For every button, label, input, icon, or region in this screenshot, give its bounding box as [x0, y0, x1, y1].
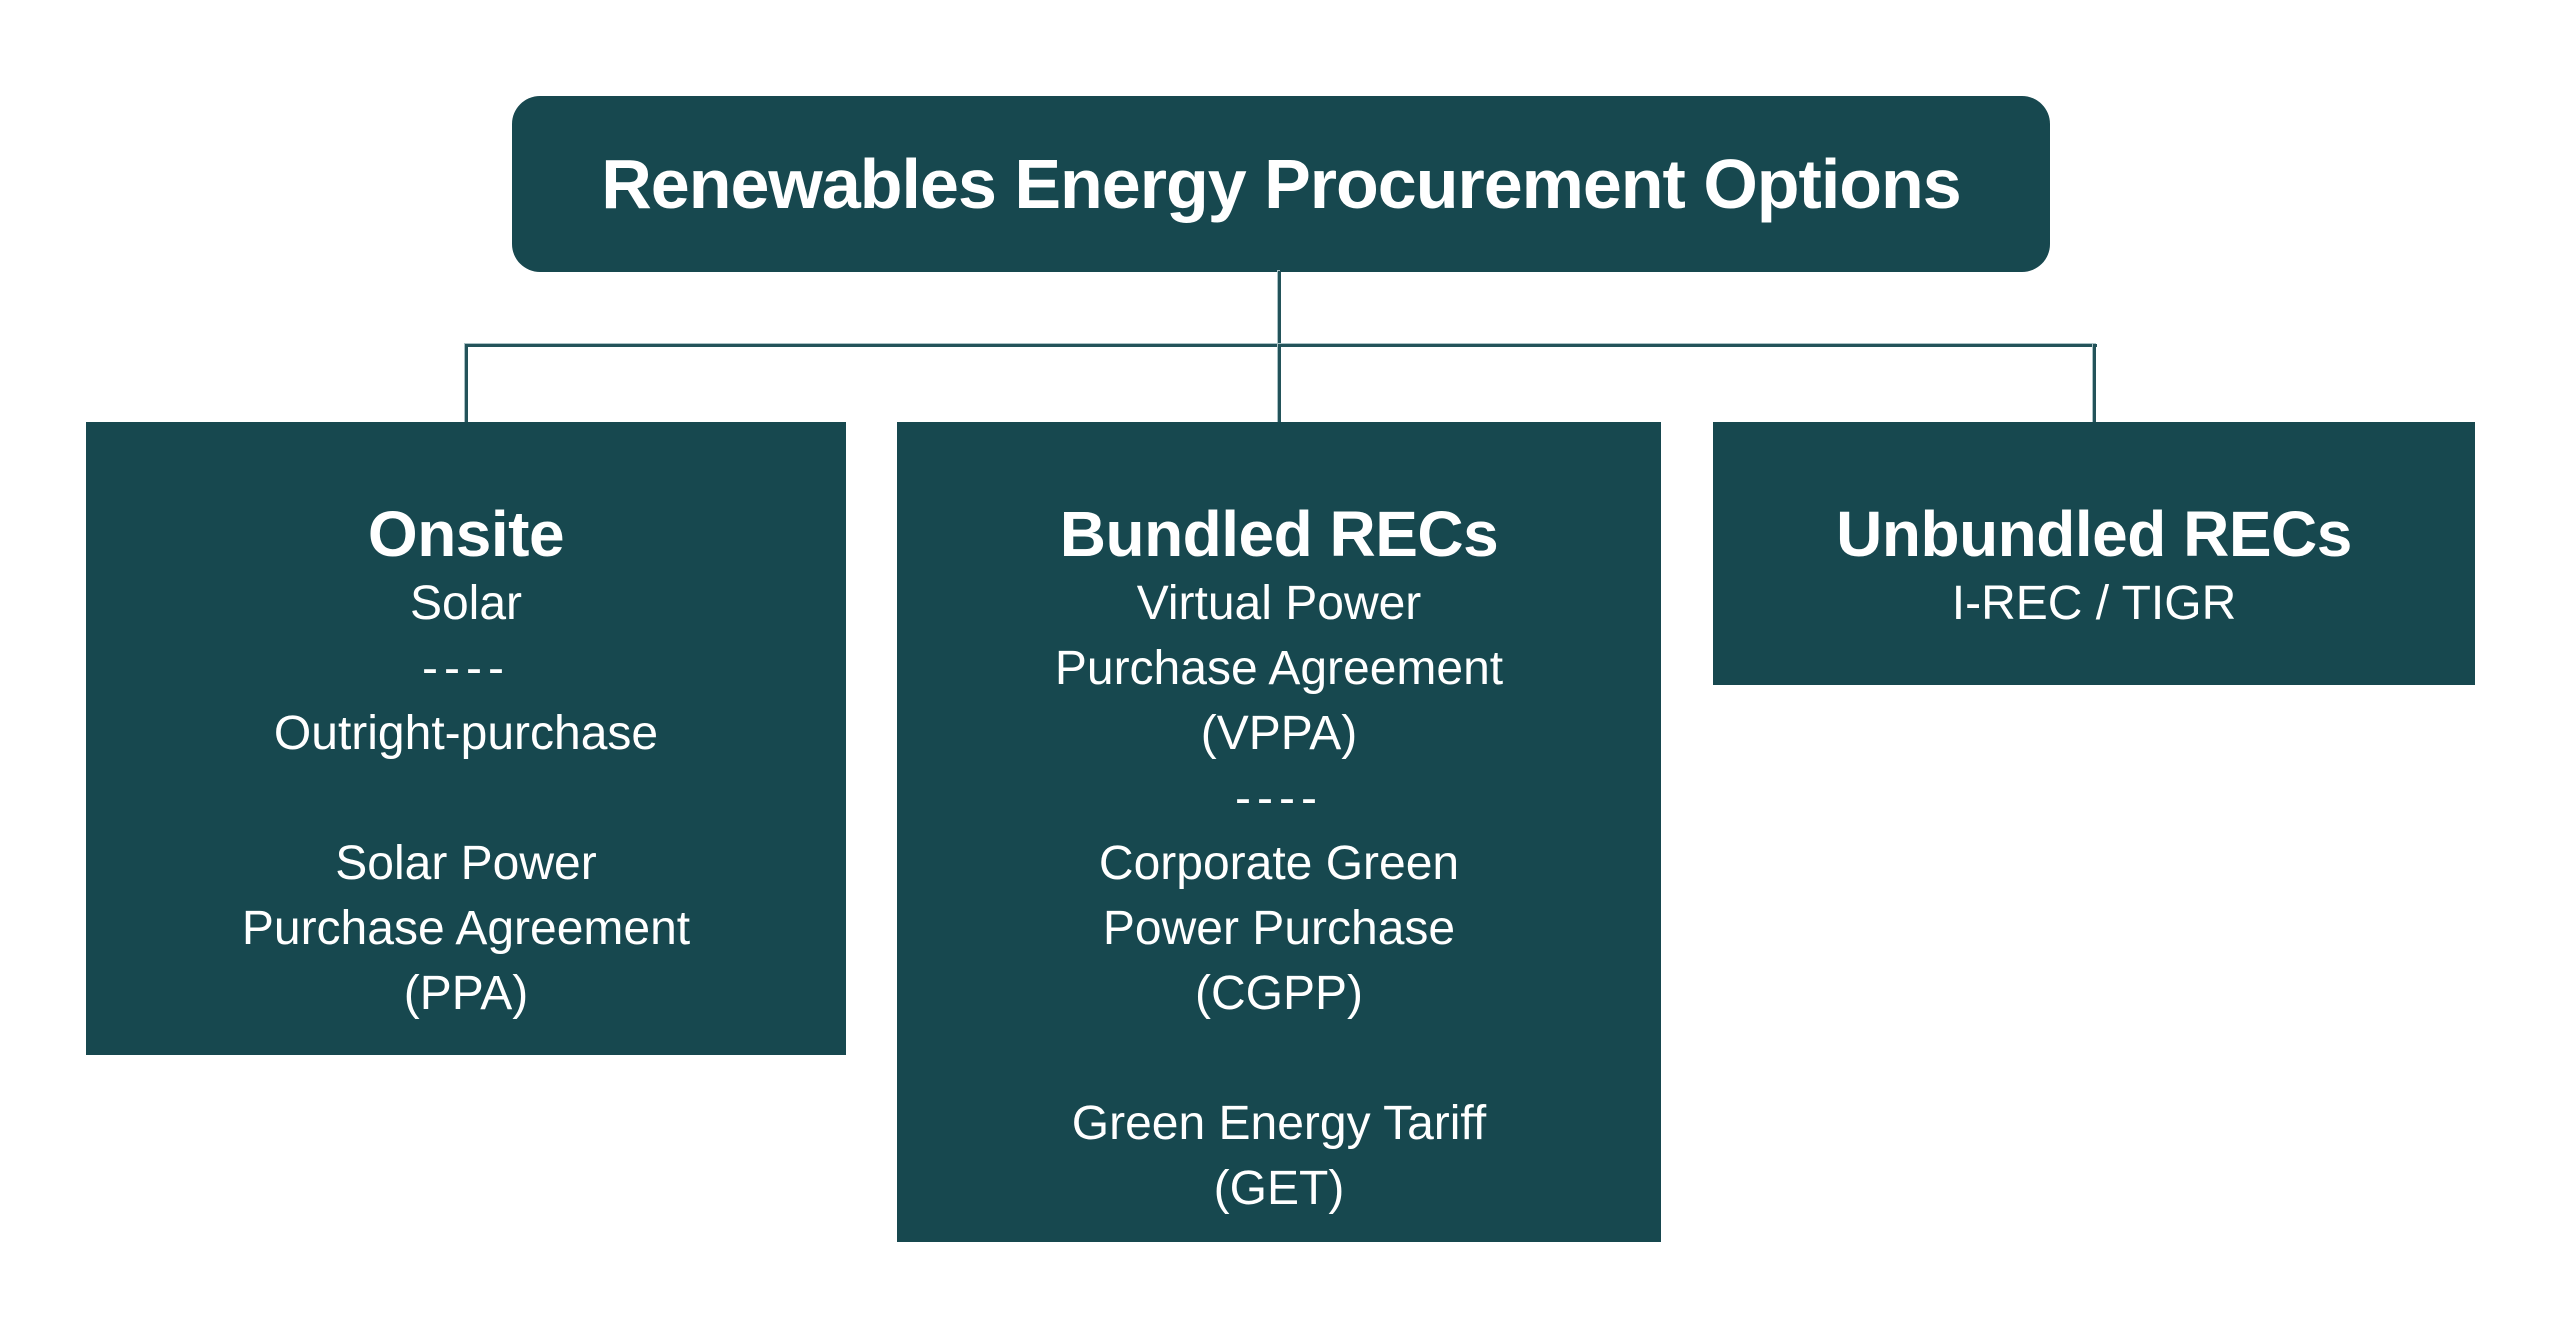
connector-drop-bundled — [1278, 344, 1281, 424]
branch-line: Corporate Green — [1098, 837, 1460, 890]
branch-box-onsite: Onsite Solar ---- Outright-purchase Sola… — [86, 422, 846, 1055]
title-box: Renewables Energy Procurement Options — [512, 96, 2050, 272]
branch-line-blank — [897, 1026, 1661, 1091]
branch-line: (PPA) — [403, 967, 529, 1020]
diagram-title: Renewables Energy Procurement Options — [601, 145, 1961, 223]
branch-line: Solar — [409, 577, 523, 630]
branch-line: Purchase Agreement — [1054, 642, 1504, 695]
branch-line: (GET) — [1213, 1162, 1345, 1215]
branch-line: Solar Power — [335, 837, 597, 890]
connector-drop-unbundled — [2093, 344, 2096, 424]
branch-box-bundled-recs: Bundled RECs Virtual Power Purchase Agre… — [897, 422, 1661, 1242]
connector-drop-onsite — [465, 344, 468, 424]
branch-box-unbundled-recs: Unbundled RECs I-REC / TIGR — [1713, 422, 2475, 685]
connector-horizontal-bar — [466, 344, 2097, 347]
branch-line: I-REC / TIGR — [1951, 577, 2237, 630]
branch-heading-onsite: Onsite — [367, 498, 565, 570]
connector-root-stem — [1278, 271, 1281, 347]
branch-line: Power Purchase — [1102, 902, 1456, 955]
branch-line-blank — [86, 766, 846, 831]
branch-heading-unbundled-recs: Unbundled RECs — [1836, 498, 2352, 570]
branch-line: Purchase Agreement — [241, 902, 691, 955]
branch-line: Outright-purchase — [273, 707, 659, 760]
branch-line: (CGPP) — [1195, 967, 1363, 1020]
branch-line: Green Energy Tariff — [1071, 1097, 1487, 1150]
branch-line: (VPPA) — [1200, 707, 1358, 760]
branch-line: Virtual Power — [1136, 577, 1422, 630]
branch-heading-bundled-recs: Bundled RECs — [1059, 498, 1499, 570]
branch-line-divider: ---- — [422, 642, 510, 695]
branch-line-divider: ---- — [1235, 772, 1323, 825]
